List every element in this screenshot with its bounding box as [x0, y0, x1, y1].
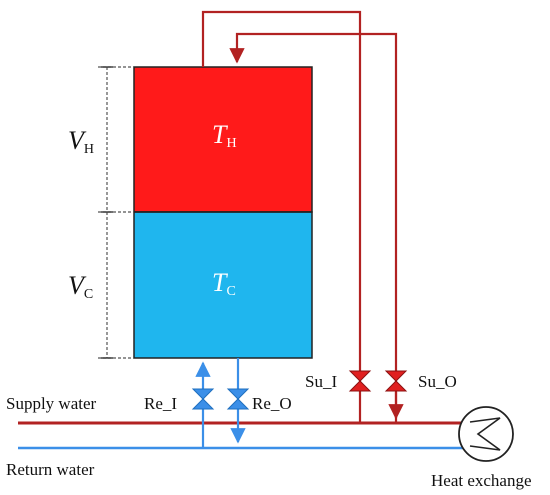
valve-su-o[interactable] [384, 370, 408, 392]
heat-exchanger[interactable] [458, 406, 514, 462]
supply-water-label: Supply water [6, 394, 97, 413]
cold-layer [133, 211, 313, 359]
dimension-ticks [101, 66, 113, 359]
cold-layer-label: TC [212, 268, 236, 299]
valve-re-o[interactable] [226, 388, 250, 410]
valve-su-i[interactable] [348, 370, 372, 392]
heat-exchange-label: Heat exchange [431, 471, 532, 490]
hot-volume-label: VH [68, 126, 94, 157]
valve-icon [348, 370, 372, 392]
re-i-label: Re_I [144, 394, 177, 413]
valve-re-i[interactable] [191, 388, 215, 410]
valve-icon [226, 388, 250, 410]
su-i-label: Su_I [305, 372, 337, 391]
return-water-label: Return water [6, 460, 95, 479]
hot-layer [133, 66, 313, 213]
cold-volume-label: VC [68, 271, 93, 302]
hot-supply-loop [201, 10, 398, 423]
valve-icon [191, 388, 215, 410]
hot-layer-label: TH [212, 120, 237, 151]
heat-exchanger-icon [458, 406, 514, 462]
storage-tank [133, 66, 313, 359]
re-o-label: Re_O [252, 394, 292, 413]
valve-icon [384, 370, 408, 392]
su-o-label: Su_O [418, 372, 457, 391]
